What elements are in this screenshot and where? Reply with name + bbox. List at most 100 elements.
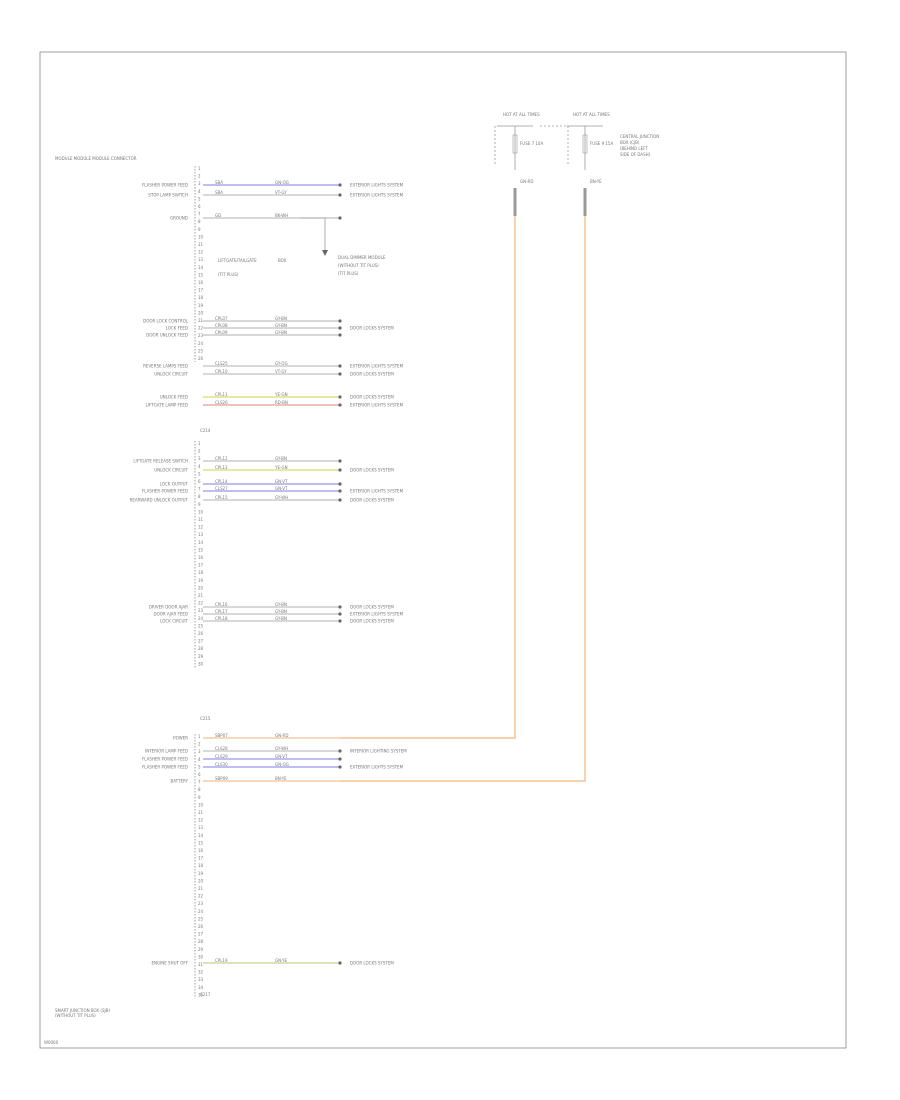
c3-pin-10: 10 <box>198 802 204 807</box>
row-left-label: LOCK FEED <box>166 326 188 331</box>
c3-pin-12: 12 <box>198 818 204 823</box>
row-circuit: CLS25 <box>215 361 228 366</box>
c2-pin-6: 6 <box>198 479 201 484</box>
c3-pin-13: 13 <box>198 825 204 830</box>
row-circuit: SBP07 <box>215 733 228 738</box>
c1-pin-6: 6 <box>198 204 201 209</box>
c2-pin-9: 9 <box>198 502 201 507</box>
row-connector-dot <box>338 612 342 616</box>
c3-pin-28: 28 <box>198 939 204 944</box>
row-left-label: LOCK OUTPUT <box>160 482 189 487</box>
row-left-label: INTERIOR LAMP FEED <box>145 749 188 754</box>
row-wire-color: YE-GN <box>274 465 288 470</box>
c1-pin-4: 4 <box>198 189 201 194</box>
dynamic-layer: MODULE MODULE MODULE CONNECTOR1234567891… <box>44 112 659 1045</box>
c3-pin-33: 33 <box>198 977 204 982</box>
row-wire-color: VT-GY <box>275 369 287 374</box>
c2-pin-18: 18 <box>198 570 204 575</box>
c2-label: C215 <box>200 716 211 721</box>
box-label-a-2: (TIT PLUS) <box>218 272 239 277</box>
row-connector-dot <box>338 459 342 463</box>
row-wire-color: GY-OG <box>275 361 288 366</box>
c2-pin-24: 24 <box>198 616 204 621</box>
fuse-terminal <box>583 188 587 216</box>
row-wire-color: VT-GY <box>275 190 287 195</box>
row-wire-color: GN-VT <box>275 479 288 484</box>
c2-pin-17: 17 <box>198 563 204 568</box>
row-left-label: LIFTGATE RELEASE SWITCH <box>133 459 188 464</box>
c3-pin-6: 6 <box>198 772 201 777</box>
row-wire-color: GY-BN <box>275 609 287 614</box>
row-destination: EXTERIOR LIGHTS SYSTEM <box>350 364 404 369</box>
c1-pin-18: 18 <box>198 295 204 300</box>
c2-pin-15: 15 <box>198 547 204 552</box>
box-label-b-0: DUAL DIMMER MODULE <box>338 255 386 260</box>
c3-pin-24: 24 <box>198 909 204 914</box>
row-connector-dot <box>338 193 342 197</box>
row-destination: EXTERIOR LIGHTS SYSTEM <box>350 193 404 198</box>
c2-pin-20: 20 <box>198 585 204 590</box>
c3-pin-20: 20 <box>198 878 204 883</box>
c2-pin-26: 26 <box>198 631 204 636</box>
fuse-rating: FUSE 7 10A <box>520 141 543 146</box>
row-circuit: CPL07 <box>215 316 228 321</box>
row-circuit: CPL15 <box>215 495 228 500</box>
c2-pin-23: 23 <box>198 608 204 613</box>
c1-pin-14: 14 <box>198 265 204 270</box>
c1-pin-21: 21 <box>198 318 204 323</box>
c2-pin-5: 5 <box>198 471 201 476</box>
c3-pin-19: 19 <box>198 871 204 876</box>
row-destination: DOOR LOCKS SYSTEM <box>350 468 394 473</box>
row-destination: DOOR LOCKS SYSTEM <box>350 326 394 331</box>
c1-pin-7: 7 <box>198 212 201 217</box>
row-connector-dot <box>338 498 342 502</box>
c3-pin-16: 16 <box>198 848 204 853</box>
c2-pin-27: 27 <box>198 639 204 644</box>
c2-pin-30: 30 <box>198 661 204 666</box>
c1-pin-20: 20 <box>198 310 204 315</box>
row-connector-dot <box>338 216 342 220</box>
row-left-label: FLASHER POWER FEED <box>142 489 188 494</box>
row-circuit: CPL10 <box>215 369 228 374</box>
fuse-title: HOT AT ALL TIMES <box>503 112 540 117</box>
row-wire-color: GY-BN <box>275 602 287 607</box>
c1-label: C214 <box>200 428 211 433</box>
diagram-frame <box>39 51 847 1049</box>
row-circuit: CPL08 <box>215 323 228 328</box>
power-feed-wire <box>340 216 516 739</box>
c1-pin-15: 15 <box>198 272 204 277</box>
c3-pin-23: 23 <box>198 901 204 906</box>
box-label-a-1: BOX <box>278 258 287 263</box>
row-connector-dot <box>338 749 342 753</box>
c1-pin-17: 17 <box>198 288 204 293</box>
row-connector-dot <box>338 183 342 187</box>
c1-pin-9: 9 <box>198 227 201 232</box>
c3-pin-22: 22 <box>198 894 204 899</box>
row-circuit: SBA <box>215 180 223 185</box>
c3-pin-35: 35 <box>198 992 204 997</box>
c1-pin-2: 2 <box>198 174 201 179</box>
row-connector-dot <box>338 757 342 761</box>
row-wire-color: GY-WH <box>275 746 288 751</box>
c3-pin-1: 1 <box>198 734 201 739</box>
row-destination: DOOR LOCKS SYSTEM <box>350 619 394 624</box>
row-destination: DOOR LOCKS SYSTEM <box>350 498 394 503</box>
fuse-rating: FUSE 9 15A <box>590 141 613 146</box>
row-wire-color: GY-BN <box>275 616 287 621</box>
c1-pin-22: 22 <box>198 326 204 331</box>
row-destination: EXTERIOR LIGHTS SYSTEM <box>350 489 404 494</box>
c1-pin-11: 11 <box>198 242 204 247</box>
c3-pin-9: 9 <box>198 795 201 800</box>
c3-pin-29: 29 <box>198 947 204 952</box>
row-wire-color: GN-YE <box>275 958 288 963</box>
c2-pin-19: 19 <box>198 578 204 583</box>
c2-pin-29: 29 <box>198 654 204 659</box>
c2-pin-16: 16 <box>198 555 204 560</box>
row-left-label: BATTERY <box>171 779 189 784</box>
box-label-b-2: (TIT PLUS) <box>338 271 359 276</box>
row-circuit: CPL13 <box>215 465 228 470</box>
row-connector-dot <box>338 372 342 376</box>
row-circuit: CPL14 <box>215 479 228 484</box>
row-destination: INTERIOR LIGHTING SYSTEM <box>350 749 407 754</box>
c3-pin-18: 18 <box>198 863 204 868</box>
